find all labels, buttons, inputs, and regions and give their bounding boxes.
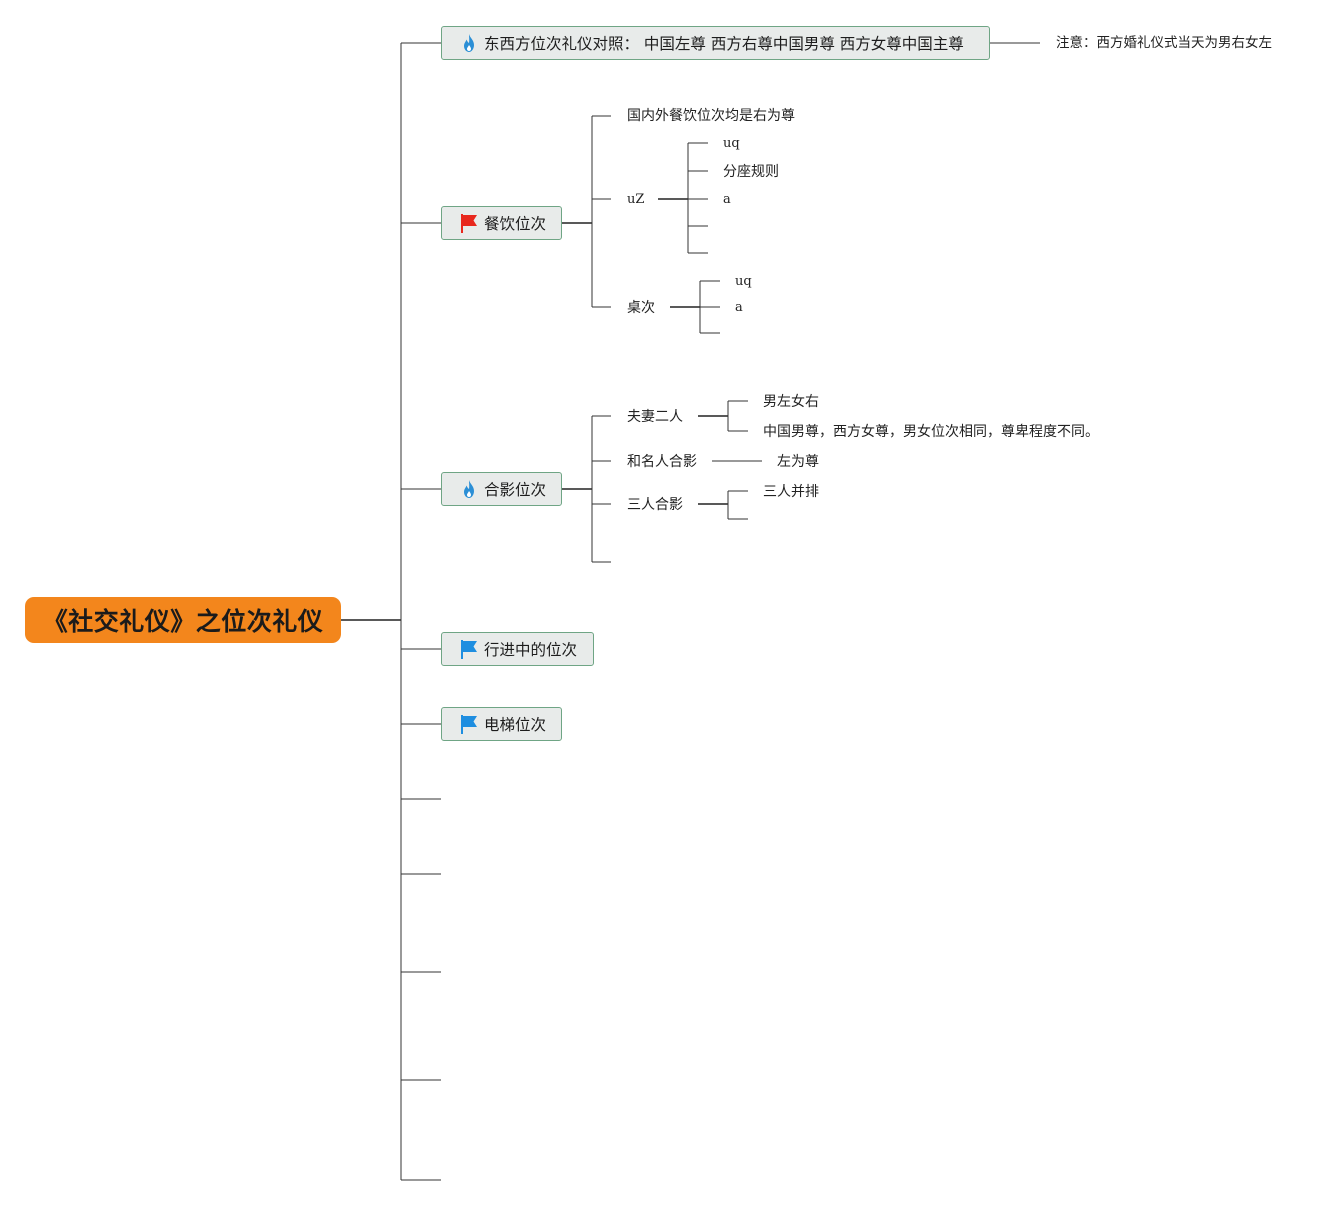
flag-icon [458, 212, 480, 234]
three-child-side-by-side[interactable]: 三人并排 [763, 484, 819, 500]
root-label: 《社交礼仪》之位次礼仪 [42, 607, 324, 636]
topic-elevator-label: 电梯位次 [484, 716, 547, 734]
topic-photo[interactable]: 合影位次 [441, 472, 562, 506]
table-child-a[interactable]: a [735, 300, 743, 315]
uz-child-seating-rules[interactable]: 分座规则 [723, 164, 779, 180]
flag-icon [458, 713, 480, 735]
celebrity-child-left-honor[interactable]: 左为尊 [777, 454, 819, 470]
topic-east-west-label: 东西方位次礼仪对照： 中国左尊 西方右尊中国男尊 西方女尊中国主尊 [484, 35, 964, 53]
uz-child-uq[interactable]: uq [723, 136, 740, 151]
dining-uz[interactable]: uZ [627, 192, 645, 207]
topic-dining[interactable]: 餐饮位次 [441, 206, 562, 240]
table-child-uq[interactable]: uq [735, 274, 752, 289]
photo-celebrity[interactable]: 和名人合影 [627, 454, 697, 470]
topic-dining-label: 餐饮位次 [484, 215, 547, 233]
fire-icon [458, 32, 480, 54]
photo-three-people[interactable]: 三人合影 [627, 497, 683, 513]
dining-rule[interactable]: 国内外餐饮位次均是右为尊 [627, 108, 795, 124]
root-topic[interactable]: 《社交礼仪》之位次礼仪 [25, 597, 341, 643]
fire-icon [458, 478, 480, 500]
topic-walking-label: 行进中的位次 [484, 641, 578, 659]
flag-icon [458, 638, 480, 660]
uz-child-a[interactable]: a [723, 192, 731, 207]
topic-elevator[interactable]: 电梯位次 [441, 707, 562, 741]
topic-photo-label: 合影位次 [484, 481, 547, 499]
topic-east-west[interactable]: 东西方位次礼仪对照： 中国左尊 西方右尊中国男尊 西方女尊中国主尊 [441, 26, 990, 60]
couple-child-note[interactable]: 中国男尊，西方女尊，男女位次相同，尊卑程度不同。 [763, 424, 1099, 440]
topic-walking[interactable]: 行进中的位次 [441, 632, 594, 666]
photo-couple[interactable]: 夫妻二人 [627, 409, 683, 425]
couple-child-man-left[interactable]: 男左女右 [763, 394, 819, 410]
east-west-note[interactable]: 注意：西方婚礼仪式当天为男右女左 [1056, 35, 1272, 51]
dining-table-order[interactable]: 桌次 [627, 300, 655, 316]
